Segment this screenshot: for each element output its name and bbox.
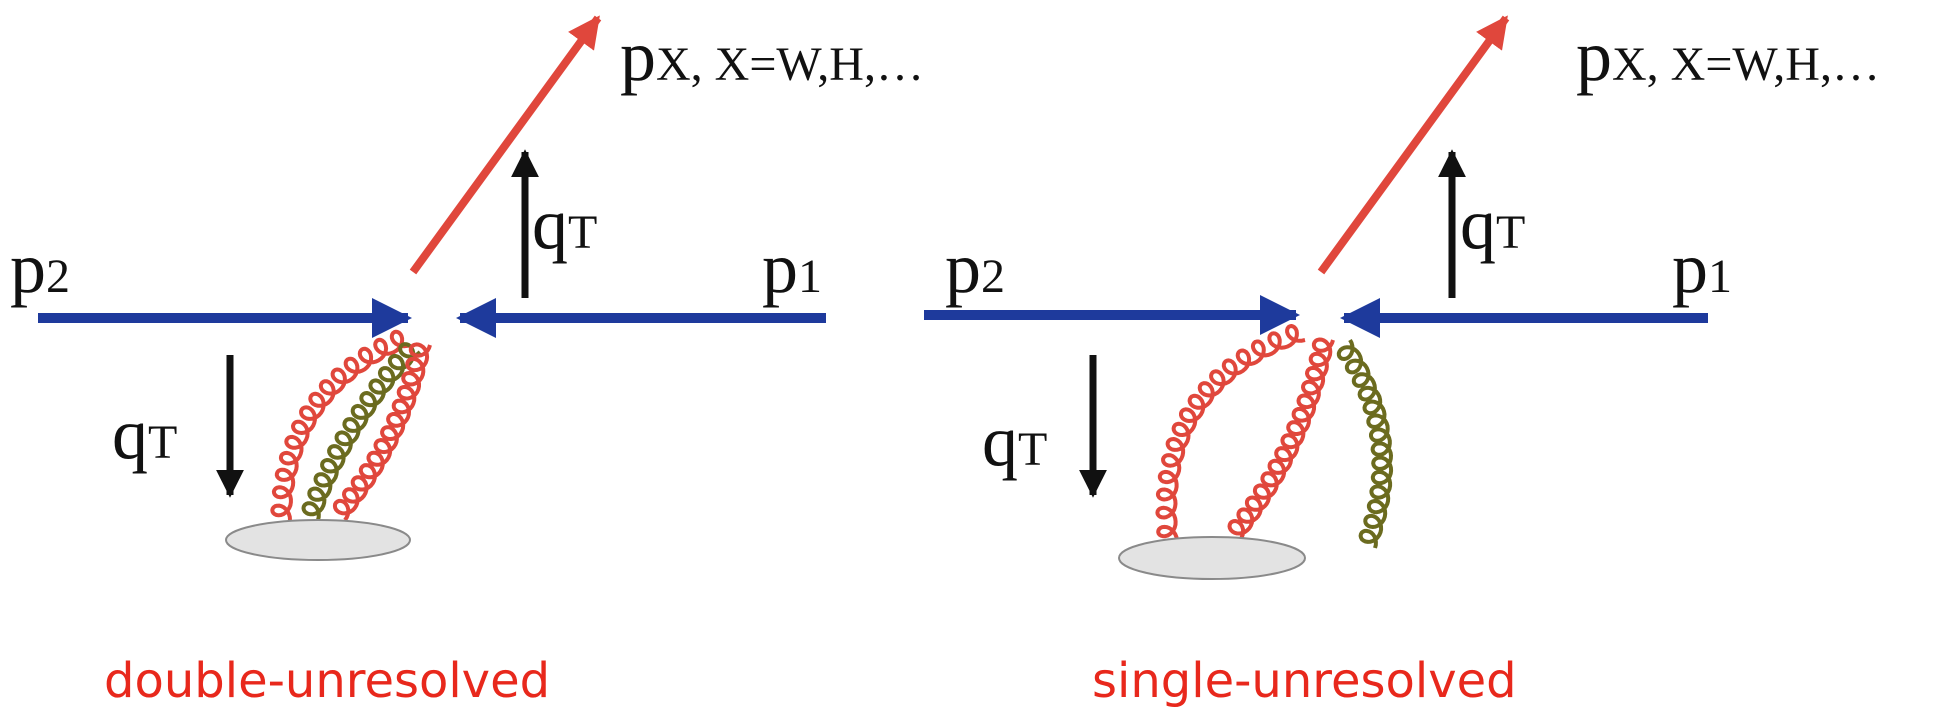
gluon-helix: [332, 342, 432, 522]
outgoing-particle-arrow: [1317, 15, 1510, 275]
panel-single-unresolved: pX, X=W,H,… p2 p1 qT qT single-unresolve…: [924, 15, 1880, 709]
incoming-right-label: p1: [762, 228, 822, 308]
gluon-helix: [1227, 337, 1335, 542]
panel-double-unresolved: pX, X=W,H,… p2 p1 qT qT double-unresolve…: [10, 15, 924, 709]
outgoing-particle-arrow: [409, 15, 602, 275]
recoil-qt-label: qT: [1460, 184, 1525, 264]
hadronic-blob: [225, 519, 411, 561]
final-state-label: pX, X=W,H,…: [1576, 16, 1880, 96]
hadronic-blob: [1118, 536, 1306, 580]
final-state-label: pX, X=W,H,…: [620, 16, 924, 96]
panel-caption: double-unresolved: [104, 653, 550, 709]
incoming-left-label: p2: [945, 228, 1005, 308]
blob-qt-label: qT: [112, 394, 177, 474]
blob-qt-label: qT: [982, 401, 1047, 481]
incoming-right-label: p1: [1672, 228, 1732, 308]
panel-caption: single-unresolved: [1092, 653, 1517, 709]
gluon-helix: [1155, 324, 1306, 541]
gluon-helix: [1336, 339, 1394, 549]
recoil-qt-label: qT: [532, 184, 597, 264]
gluon-helix: [301, 342, 422, 521]
incoming-left-label: p2: [10, 228, 70, 308]
gluon-helix: [270, 329, 411, 521]
